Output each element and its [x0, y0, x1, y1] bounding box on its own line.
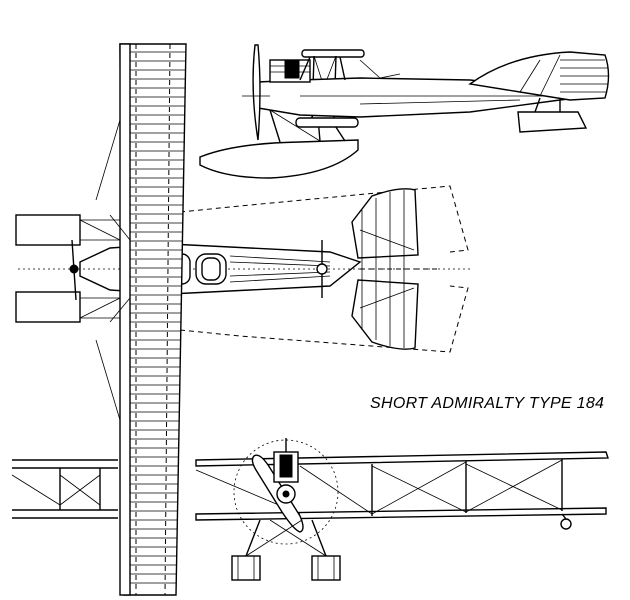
plan-view: [15, 43, 470, 596]
side-view-float: [199, 139, 359, 179]
front-view-lower-wing: [195, 507, 607, 521]
plan-view-float-lower: [15, 291, 81, 323]
front-view-propeller-disc: [233, 439, 339, 545]
plan-view-wing-ribs: [130, 51, 186, 584]
front-view-wingtip-float: [560, 518, 572, 530]
plan-view-folded-wing-outline: [179, 185, 469, 253]
front-view-upper-wing: [195, 451, 609, 467]
side-view-propeller: [252, 44, 261, 141]
drawing-caption: SHORT ADMIRALTY TYPE 184: [370, 395, 604, 412]
front-view-float-left: [231, 555, 261, 581]
plan-view-tailplane: [351, 188, 419, 259]
side-view: [199, 44, 610, 179]
side-view-upper-wing: [301, 49, 365, 58]
front-view-float-right: [311, 555, 341, 581]
front-view: [11, 438, 609, 581]
side-view-tail-float: [517, 111, 588, 133]
side-view-lower-wing: [295, 117, 359, 128]
plan-view-float-upper: [15, 214, 81, 246]
side-view-fin: [468, 51, 610, 101]
